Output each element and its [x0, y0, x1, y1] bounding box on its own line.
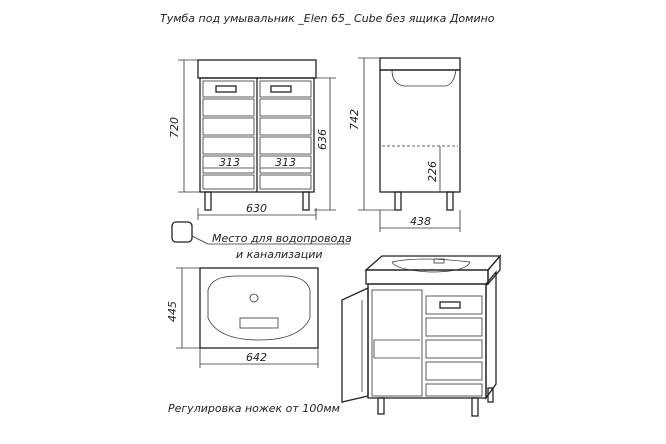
- persp-leg-2: [471, 397, 479, 417]
- front-height-label: 720: [168, 117, 181, 138]
- front-panel-left-2: [202, 98, 255, 117]
- persp-panel-3: [425, 339, 483, 359]
- front-panel-left-5: [202, 155, 255, 174]
- front-panel-left-4: [202, 136, 255, 155]
- side-leg-left: [394, 191, 402, 211]
- side-depth-label: 438: [410, 215, 431, 228]
- persp-inner-cavity: [371, 289, 423, 397]
- top-basin-bowl: [207, 275, 311, 341]
- legend-line-1: Место для водопровода: [212, 232, 352, 245]
- top-outline: [199, 267, 319, 349]
- top-view: 445 642: [166, 267, 319, 368]
- side-body: [379, 69, 461, 193]
- persp-panel-4: [425, 361, 483, 381]
- top-overflow: [239, 317, 279, 329]
- shelf-height-label: 226: [426, 161, 439, 182]
- front-leg-right: [302, 191, 310, 211]
- persp-faucet-hole: [433, 258, 445, 264]
- door-right-width-label: 313: [275, 156, 296, 169]
- front-panel-left-1: [202, 80, 255, 98]
- persp-leg-3: [487, 387, 494, 403]
- front-leg-left: [204, 191, 212, 211]
- door-left-width-label: 313: [219, 156, 240, 169]
- drawing-title: Тумба под умывальник _Elen 65_ Cube без …: [160, 12, 495, 25]
- front-view: 313 313 630 720 636: [168, 59, 336, 220]
- front-panel-right-4: [259, 136, 312, 155]
- front-panel-right-2: [259, 98, 312, 117]
- perspective-view: [341, 254, 502, 417]
- top-drain: [249, 293, 259, 303]
- legend-hatch-swatch: [171, 221, 193, 243]
- handle-right: [270, 85, 292, 93]
- front-countertop: [197, 59, 317, 79]
- side-leg-right: [446, 191, 454, 211]
- legend-line-2: и канализации: [236, 248, 323, 261]
- persp-open-door: [341, 286, 369, 403]
- top-width-label: 642: [246, 351, 267, 364]
- top-depth-label: 445: [166, 301, 179, 322]
- persp-handle: [439, 301, 461, 309]
- persp-panel-2: [425, 317, 483, 337]
- handle-left: [215, 85, 237, 93]
- footer-note: Регулировка ножек от 100мм: [168, 402, 340, 415]
- persp-panel-1: [425, 295, 483, 315]
- side-basin-profile: [391, 69, 457, 87]
- persp-leg-1: [377, 397, 385, 415]
- side-countertop: [379, 57, 461, 71]
- front-width-label: 630: [246, 202, 267, 215]
- front-panel-right-3: [259, 117, 312, 136]
- side-total-height-label: 742: [348, 109, 361, 130]
- front-panel-left-6: [202, 174, 255, 190]
- front-panel-right-1: [259, 80, 312, 98]
- persp-panel-5: [425, 383, 483, 397]
- persp-countertop-top: [364, 255, 502, 271]
- side-view: 742 226 438: [348, 57, 461, 232]
- persp-basin: [391, 258, 471, 273]
- front-panel-left-3: [202, 117, 255, 136]
- front-panel-right-5: [259, 155, 312, 174]
- side-body-height-label: 636: [316, 129, 329, 150]
- persp-body: [367, 283, 487, 399]
- front-panel-right-6: [259, 174, 312, 190]
- legend: Место для водопровода и канализации: [171, 221, 352, 261]
